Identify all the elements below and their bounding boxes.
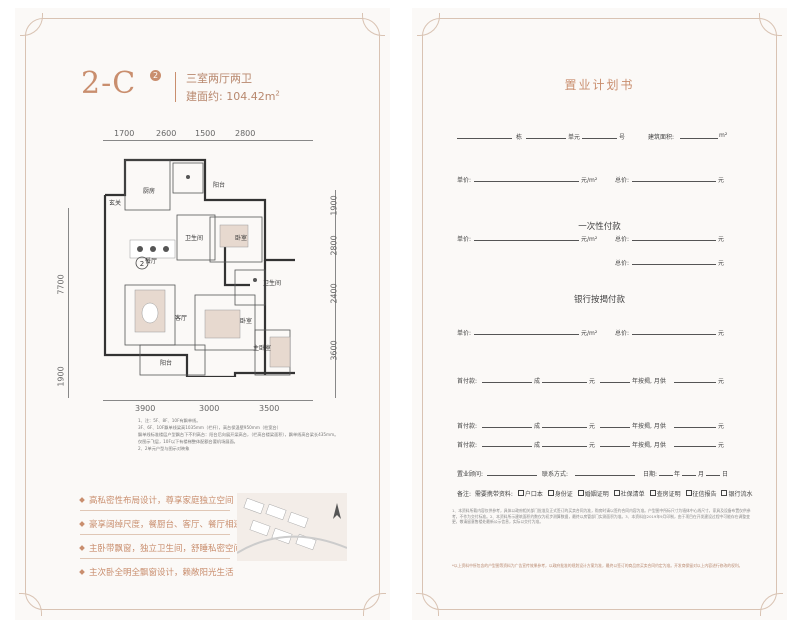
title-divider	[175, 72, 176, 102]
unit-field[interactable]	[526, 138, 566, 139]
note-line: 飘单线标准楼层户型飘台下不利高台：阳台后向展开梁高台，（栏高台楼梁面积），飘单线…	[138, 432, 339, 437]
contact-field[interactable]	[575, 475, 635, 476]
loan-total-field[interactable]	[632, 334, 716, 335]
dim-top: 2600	[156, 129, 177, 138]
dim-top: 2800	[235, 129, 256, 138]
checkbox[interactable]	[649, 490, 656, 496]
room-dining: 餐厅	[145, 257, 157, 265]
note-line: 仅图示飞层，10F以下有楼梯整体配额台要机场展面。	[138, 439, 238, 444]
dim-left: 1900	[56, 366, 66, 387]
unit-price-field[interactable]	[474, 181, 579, 182]
note-line: 2、2单元户型与图示对映象	[138, 446, 190, 451]
room-foyer: 玄关	[109, 199, 121, 207]
room-bathroom-1: 卫生间	[185, 234, 203, 242]
monthly-payment-field[interactable]	[674, 382, 716, 383]
diamond-icon	[79, 497, 85, 503]
checkbox[interactable]	[613, 490, 620, 496]
monthly-payment-field[interactable]	[674, 427, 716, 428]
loan-years-field[interactable]	[600, 446, 630, 447]
room-living: 客厅	[175, 314, 187, 322]
north-arrow-icon	[333, 503, 341, 519]
area-field[interactable]	[680, 138, 718, 139]
fine-print-disclaimer: *以上资料中所包含的户型图等资料为广告宣传效果参考，以政府批准的规划设计方案为准…	[452, 563, 743, 568]
monthly-payment-field[interactable]	[674, 446, 716, 447]
loan-years-field[interactable]	[600, 382, 630, 383]
room-kitchen: 厨房	[143, 187, 155, 195]
form-title: 置业计划书	[564, 78, 635, 92]
diamond-icon	[79, 569, 85, 575]
checkbox[interactable]	[721, 490, 728, 496]
room-master: 主卧室	[253, 344, 271, 352]
room-bedroom-2: 卧室	[240, 317, 252, 325]
decorative-frame	[20, 13, 385, 610]
room-balcony-small: 阳台	[213, 181, 225, 189]
loan-years-field[interactable]	[600, 427, 630, 428]
total-price-field[interactable]	[632, 181, 716, 182]
checkbox[interactable]	[577, 490, 584, 496]
down-payment-ratio-field[interactable]	[482, 427, 532, 428]
lump-unit-price-field[interactable]	[474, 240, 579, 241]
consultant-field[interactable]	[487, 475, 537, 476]
loan-unit-price-field[interactable]	[474, 334, 579, 335]
feature-item: 主卧带飘窗，独立卫生间，舒睡私密空间	[79, 542, 242, 554]
dim-right: 2800	[329, 235, 339, 256]
building-field[interactable]	[457, 138, 512, 139]
diamond-icon	[79, 545, 85, 551]
remark-row: 备注: 需要携带资料: 户口本 身份证 婚姻证明 社保清单 查房证明 征信报告 …	[457, 490, 753, 498]
fine-print: 1、本资料所载内容仅供参考，具体以政府相关部门批准及正式签订的买卖合同为准，购房…	[452, 508, 751, 524]
loan-title: 银行按揭付款	[573, 295, 625, 305]
dim-left: 7700	[56, 274, 66, 295]
room-field[interactable]	[582, 138, 617, 139]
dim-bottom: 3500	[259, 404, 280, 413]
room-balcony-large: 阳台	[160, 359, 172, 367]
date-month-field[interactable]	[682, 475, 696, 476]
down-payment-ratio-field[interactable]	[482, 382, 532, 383]
feature-item: 主次卧全明全飘窗设计，赖敞阳光生活	[79, 566, 234, 578]
down-payment-field[interactable]	[542, 446, 587, 447]
lump-sum-title: 一次性付款	[578, 222, 621, 232]
checkbox[interactable]	[547, 490, 554, 496]
purchase-plan-sheet: 置业计划书 栋 单元 号 建筑面积: m² 单价: 元/m² 总价: 元 一次性…	[412, 8, 787, 620]
unit-badge: 2	[150, 70, 161, 81]
plan-circle-mark: 2	[140, 260, 144, 268]
floor-plan-drawing: 2 玄关 厨房 阳台 餐厅 卫生间 卧室 卫生间 客厅 卧室 主卧室 阳台	[103, 158, 295, 377]
layout-name: 三室两厅两卫	[186, 72, 252, 85]
floorplan-sheet: 2-C 2 三室两厅两卫 建面约: 104.42m2 1700 2600 150…	[15, 8, 390, 620]
date-day-field[interactable]	[706, 475, 720, 476]
note-line: 3F、6F、10F飘单线梁高1035mm（栏杆），高台保温壁950mm（柱宽台）	[138, 425, 281, 430]
dim-top: 1700	[114, 129, 135, 138]
down-payment-field[interactable]	[542, 382, 587, 383]
date-year-field[interactable]	[659, 475, 673, 476]
feature-item: 豪享阔绰尺度，餐厨台、客厅、餐厅相连	[79, 518, 242, 530]
lump-total-field-2[interactable]	[632, 264, 716, 265]
note-line: 1、注：5F、8F、10F有飘单线。	[138, 418, 201, 423]
dim-right: 1900	[329, 195, 339, 216]
decorative-frame	[417, 13, 782, 610]
feature-item: 高私密性布局设计，尊享家庭独立空间	[79, 494, 234, 506]
down-payment-ratio-field[interactable]	[482, 446, 532, 447]
dim-bottom: 3900	[135, 404, 156, 413]
dim-right: 3600	[329, 340, 339, 361]
checkbox[interactable]	[685, 490, 692, 496]
room-bedroom-1: 卧室	[235, 234, 247, 242]
site-location-map	[237, 493, 347, 561]
dim-right: 2400	[329, 283, 339, 304]
checkbox[interactable]	[517, 490, 524, 496]
diamond-icon	[79, 521, 85, 527]
room-bathroom-2: 卫生间	[263, 279, 281, 287]
area-label: 建面约: 104.42m2	[186, 89, 280, 103]
down-payment-field[interactable]	[542, 427, 587, 428]
lump-total-field[interactable]	[632, 240, 716, 241]
dim-top: 1500	[195, 129, 216, 138]
unit-code: 2-C	[81, 66, 137, 101]
dim-bottom: 3000	[199, 404, 220, 413]
